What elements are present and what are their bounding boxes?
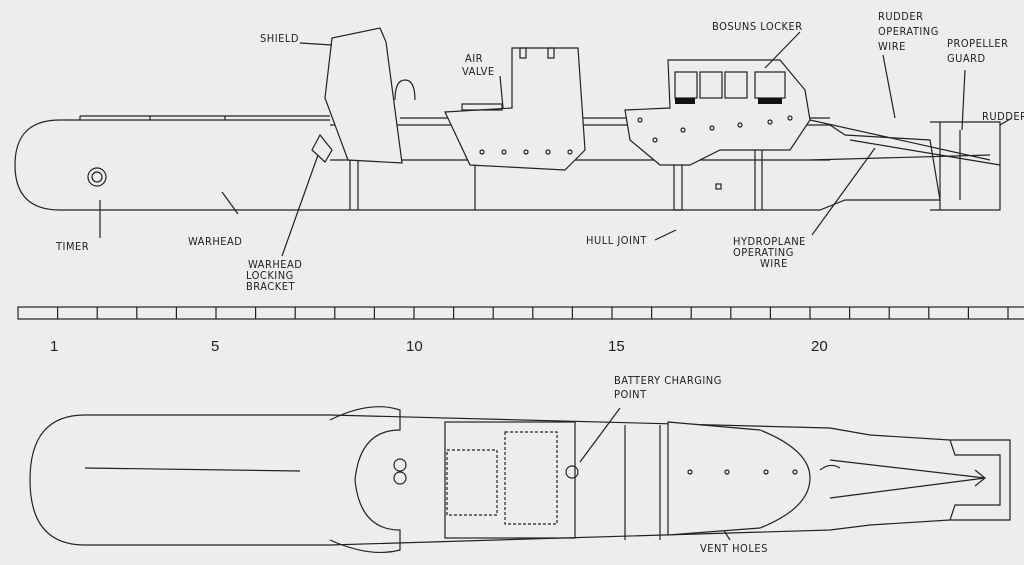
plan-warhead <box>29 414 330 546</box>
plan-view <box>29 406 1011 554</box>
label-battery-charging-point: POINT <box>614 388 647 401</box>
scale-bar <box>17 306 1024 320</box>
tail-assembly <box>809 119 1001 211</box>
label-hydroplane-operating-wire: OPERATING <box>733 246 794 259</box>
label-hydroplane-operating-wire: WIRE <box>760 257 788 270</box>
warhead-outline <box>14 119 330 211</box>
warhead-locking-bracket <box>311 133 333 163</box>
rivets <box>479 149 573 155</box>
shield-plan <box>329 406 401 554</box>
scale-tick-label: 1 <box>50 338 58 355</box>
label-shield: SHIELD <box>260 32 299 45</box>
hull-joint-band <box>673 159 683 211</box>
label-hull-joint: HULL JOINT <box>586 234 647 247</box>
plan-hull <box>329 414 1011 546</box>
plan-tail <box>819 439 1001 521</box>
scale-tick-label: 5 <box>211 338 219 355</box>
air-valve-housing <box>444 47 586 171</box>
label-propeller-guard: PROPELLER <box>947 37 1009 50</box>
battery-charging-point <box>565 465 579 479</box>
vent-holes <box>687 469 798 475</box>
label-warhead-locking-bracket: WARHEAD <box>248 258 302 271</box>
label-vent-holes: VENT HOLES <box>700 542 768 555</box>
bosuns-locker-windows <box>674 71 786 104</box>
bosuns-locker-plate <box>624 59 811 166</box>
label-timer: TIMER <box>55 240 89 253</box>
label-rudder-operating-wire: WIRE <box>878 40 906 53</box>
scale-tick-label: 20 <box>811 338 828 355</box>
label-air-valve: AIR <box>465 52 483 65</box>
handle <box>394 79 416 101</box>
shield <box>324 27 403 164</box>
scale-tick-label: 15 <box>608 338 625 355</box>
label-bosuns-locker: BOSUNS LOCKER <box>712 20 803 33</box>
hull-body <box>330 124 941 211</box>
label-warhead-locking-bracket: BRACKET <box>246 280 295 293</box>
bosuns-locker-plan <box>667 421 811 536</box>
label-rudder-operating-wire: RUDDER <box>878 10 924 23</box>
side-view <box>14 27 1001 211</box>
label-air-valve: VALVE <box>462 65 495 78</box>
label-rudder: RUDDER <box>982 110 1024 123</box>
scale-tick-label: 10 <box>406 338 423 355</box>
timer-dial <box>87 167 107 187</box>
label-propeller-guard: GUARD <box>947 52 986 65</box>
label-warhead-locking-bracket: LOCKING <box>246 269 294 282</box>
label-battery-charging-point: BATTERY CHARGING <box>614 374 722 387</box>
label-hydroplane-operating-wire: HYDROPLANE <box>733 235 806 248</box>
locker-rivets <box>637 115 793 143</box>
label-rudder-operating-wire: OPERATING <box>878 25 939 38</box>
label-warhead: WARHEAD <box>188 235 242 248</box>
